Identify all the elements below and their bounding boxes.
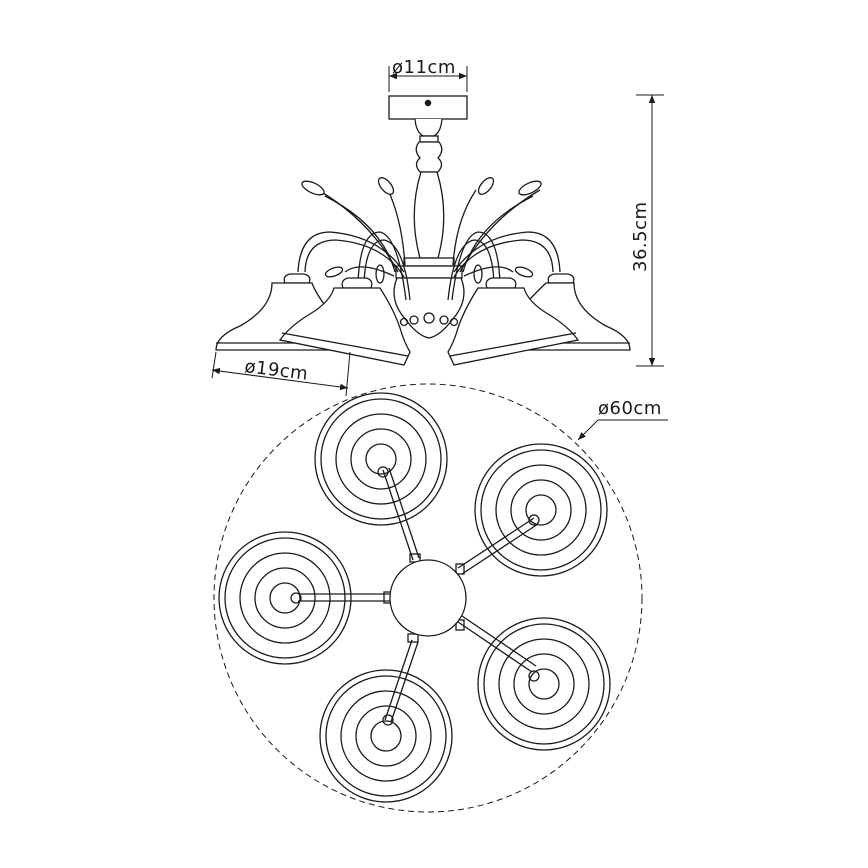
top-view bbox=[213, 383, 643, 813]
dimension-lines bbox=[211, 66, 668, 441]
shade-front-left bbox=[278, 277, 411, 366]
center-hub bbox=[389, 559, 467, 637]
shade-diameter-label: ø19cm bbox=[243, 356, 309, 385]
top-arms bbox=[298, 467, 539, 723]
arms bbox=[297, 231, 561, 301]
canopy-diameter-label: ø11cm bbox=[392, 57, 456, 78]
shade-top-5 bbox=[319, 669, 453, 803]
canopy bbox=[388, 95, 468, 120]
shade-top-3 bbox=[218, 531, 352, 665]
center-column bbox=[393, 118, 465, 339]
side-view bbox=[215, 95, 631, 366]
shade-top-2 bbox=[474, 443, 608, 577]
shade-front-right bbox=[447, 277, 580, 366]
shade-top-4 bbox=[477, 617, 611, 751]
leaf-sprigs bbox=[301, 177, 542, 273]
canopy-screw-icon bbox=[424, 99, 432, 107]
total-diameter-circle bbox=[213, 383, 643, 813]
height-label: 36.5cm bbox=[630, 201, 651, 272]
total-diameter-label: ø60cm bbox=[598, 398, 662, 419]
shade-top-1 bbox=[314, 392, 448, 526]
